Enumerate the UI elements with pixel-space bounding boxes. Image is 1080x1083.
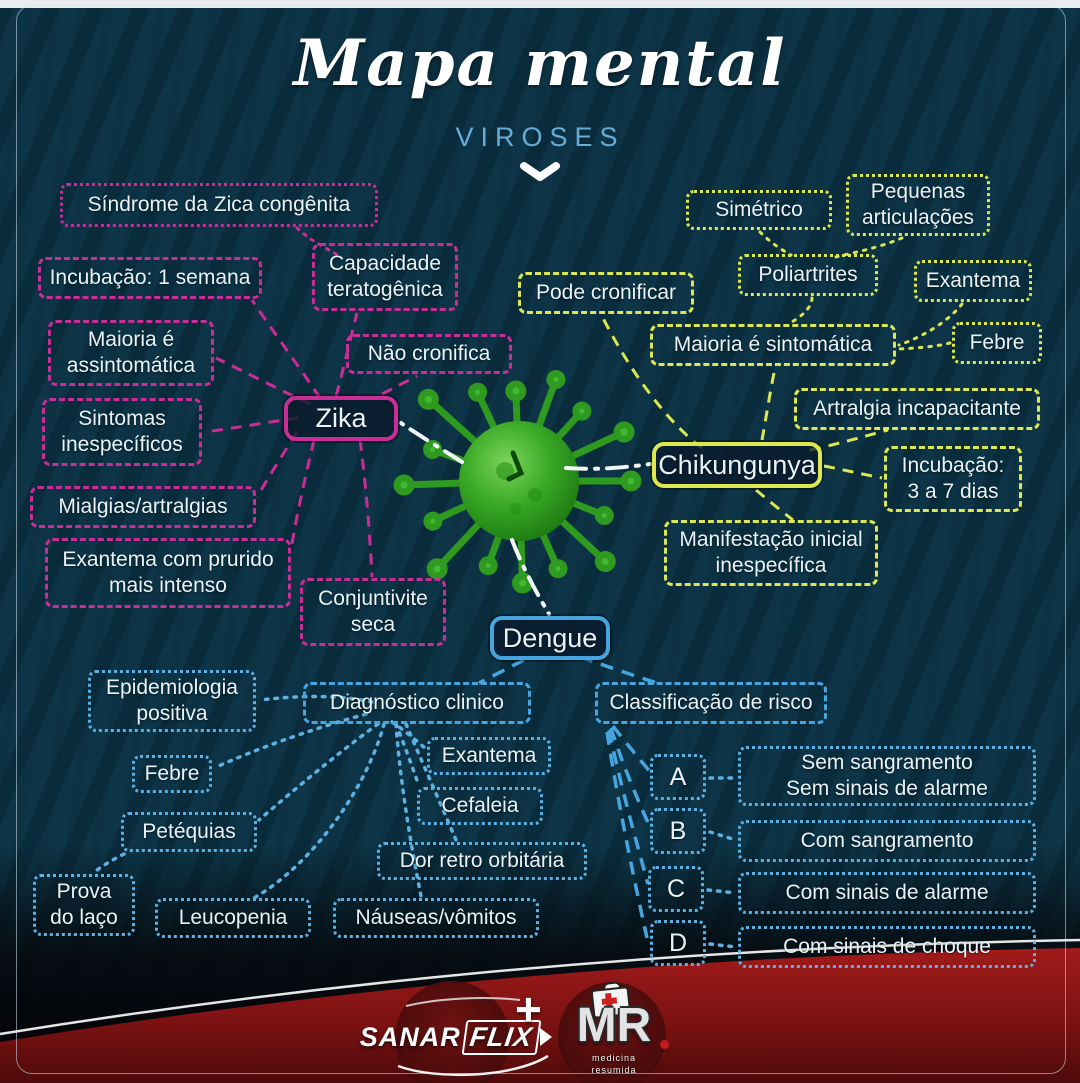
dengue-box-nauseas: Náuseas/vômitos	[333, 898, 539, 938]
chik-box-sintomatica: Maioria é sintomática	[650, 324, 896, 366]
chikungunya-node: Chikungunya	[652, 442, 822, 488]
page-subtitle: VIROSES	[455, 122, 625, 152]
dengue-box-cefaleia: Cefaleia	[417, 787, 543, 825]
center-links	[399, 421, 652, 616]
risk-desc-d: Com sinais de choque	[738, 926, 1036, 968]
plus-sign: +	[515, 983, 542, 1035]
mr-logo-subtext: medicina resumida	[591, 1053, 637, 1076]
dengue-box-classificacao: Classificação de risco	[595, 682, 827, 724]
risk-letter-d: D	[650, 920, 706, 966]
zika-box-conjuntivite: Conjuntivite seca	[300, 578, 446, 646]
chik-box-poliartrites: Poliartrites	[738, 254, 878, 296]
zika-box-incubacao: Incubação: 1 semana	[38, 257, 262, 299]
chik-box-febre: Febre	[952, 322, 1042, 364]
chik-box-simetrico: Simétrico	[686, 190, 832, 230]
flix-arrow-icon	[540, 1028, 553, 1046]
zika-box-sintomas: Sintomas inespecíficos	[42, 398, 202, 466]
risk-letter-b: B	[650, 808, 706, 854]
zika-box-assintomatica: Maioria é assintomática	[48, 320, 214, 386]
zika-box-nao-cronifica: Não cronifica	[346, 334, 512, 374]
chik-box-exantema: Exantema	[914, 260, 1032, 302]
dengue-box-petequias: Petéquias	[121, 812, 257, 852]
dengue-box-diagnostico: Diagnóstico clinico	[303, 682, 531, 724]
dengue-node: Dengue	[490, 616, 610, 660]
dengue-box-leucopenia: Leucopenia	[155, 898, 311, 938]
dengue-box-exantema: Exantema	[427, 737, 551, 775]
risk-desc-b: Com sangramento	[738, 820, 1036, 862]
footer-band	[0, 938, 1080, 1083]
chik-box-cronificar: Pode cronificar	[518, 272, 694, 314]
chik-box-manifestacao: Manifestação inicial inespecífica	[664, 520, 878, 586]
zika-node: Zika	[284, 396, 398, 441]
top-edge-strip	[0, 0, 1080, 8]
dengue-box-febre: Febre	[132, 755, 212, 793]
chik-box-incubacao: Incubação: 3 a 7 dias	[884, 446, 1022, 512]
risk-desc-c: Com sinais de alarme	[738, 872, 1036, 914]
sanarflix-logo-text: SANAR	[359, 1022, 461, 1052]
page-title: Mapa mental	[293, 26, 787, 101]
chevron-down-icon	[520, 162, 560, 189]
mr-logo: MR	[576, 999, 652, 1052]
zika-box-capacidade: Capacidade teratogênica	[312, 243, 458, 311]
dengue-box-epidemiologia: Epidemiologia positiva	[88, 670, 256, 732]
zika-box-mialgias: Mialgias/artralgias	[30, 486, 256, 528]
chik-box-pequenas: Pequenas articulações	[846, 174, 990, 236]
risk-letter-c: C	[648, 866, 704, 912]
dengue-connectors	[91, 655, 738, 949]
zika-box-exantema: Exantema com prurido mais intenso	[45, 538, 291, 608]
risk-letter-a: A	[650, 754, 706, 800]
risk-desc-a: Sem sangramento Sem sinais de alarme	[738, 746, 1036, 806]
dengue-box-prova-laco: Prova do laço	[33, 874, 135, 936]
zika-box-sindrome: Síndrome da Zica congênita	[60, 183, 378, 227]
registered-dot	[660, 1040, 669, 1049]
mr-badge	[558, 982, 666, 1083]
dengue-box-dor-retro: Dor retro orbitária	[377, 842, 587, 880]
sanarflix-badge	[395, 981, 509, 1083]
chik-box-artralgia: Artralgia incapacitante	[794, 388, 1040, 430]
